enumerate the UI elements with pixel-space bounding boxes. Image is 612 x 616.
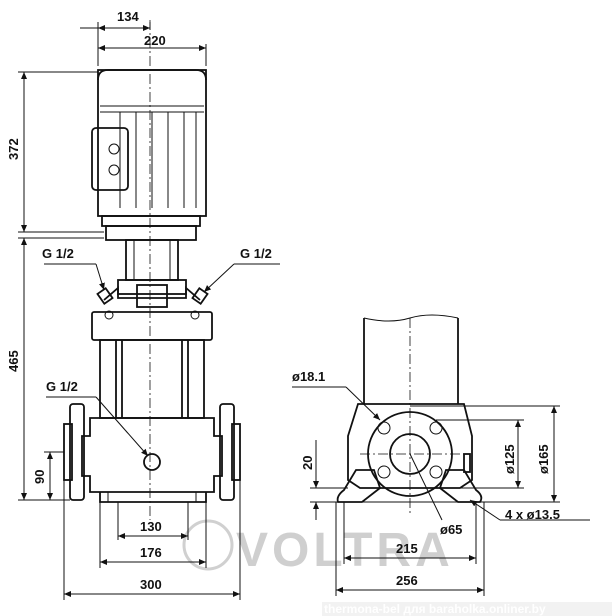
side-view: ø18.1 20 ø125 ø165 ø65 4 x ø13.5 215 xyxy=(292,314,590,596)
dim-372: 372 xyxy=(6,138,21,160)
label-holes: 4 x ø13.5 xyxy=(505,507,560,522)
label-d125: ø125 xyxy=(502,444,517,474)
watermark-site-text: thermona-bel для baraholka.onliner.by xyxy=(324,602,546,616)
label-g-right: G 1/2 xyxy=(240,246,272,261)
coupling-lantern xyxy=(96,239,209,308)
pump-head xyxy=(91,310,213,341)
dim-134: 134 xyxy=(117,9,139,24)
watermark: VOLTRA xyxy=(182,519,454,577)
pump-sleeve xyxy=(99,339,205,419)
pump-base xyxy=(63,403,241,503)
label-d65: ø65 xyxy=(440,522,462,537)
watermark-site: thermona-bel для baraholka.onliner.by xyxy=(322,602,612,616)
motor xyxy=(91,69,207,241)
label-g-lower: G 1/2 xyxy=(46,379,78,394)
dim-176: 176 xyxy=(140,545,162,560)
dim-300: 300 xyxy=(140,577,162,592)
dim-256: 256 xyxy=(396,573,418,588)
dim-90: 90 xyxy=(32,470,47,484)
dim-130: 130 xyxy=(140,519,162,534)
dim-215: 215 xyxy=(396,541,418,556)
label-d165: ø165 xyxy=(536,444,551,474)
front-view: 134 220 372 465 90 G 1/2 G 1/2 G 1/2 xyxy=(6,9,280,600)
watermark-brand: VOLTRA xyxy=(236,524,454,577)
label-g-left: G 1/2 xyxy=(42,246,74,261)
dim-465: 465 xyxy=(6,350,21,372)
label-d18: ø18.1 xyxy=(292,369,325,384)
dim-20: 20 xyxy=(300,456,315,470)
dim-220: 220 xyxy=(144,33,166,48)
